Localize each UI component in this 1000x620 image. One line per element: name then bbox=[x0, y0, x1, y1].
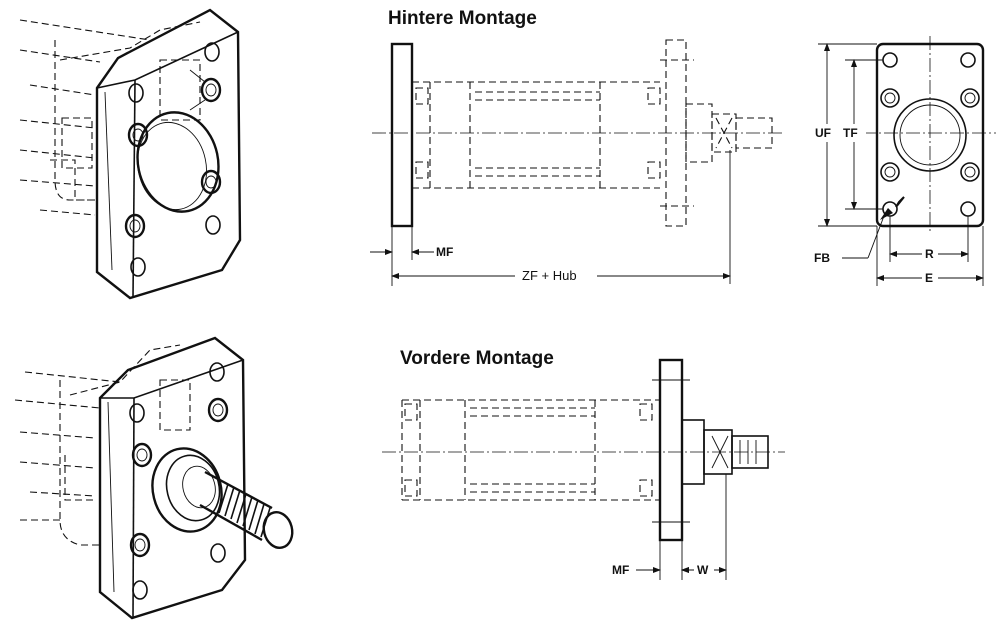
dim-label-zf-hub: ZF + Hub bbox=[522, 268, 577, 283]
dim-label-mf-rear: MF bbox=[436, 245, 454, 259]
dim-label-r: R bbox=[925, 247, 934, 261]
front-mount-side-view bbox=[382, 358, 785, 580]
dim-label-fb: FB bbox=[814, 251, 830, 265]
front-mount-title: Vordere Montage bbox=[400, 348, 554, 369]
dim-label-uf: UF bbox=[815, 126, 831, 140]
iso-front-flange-view bbox=[14, 336, 294, 620]
dim-label-e: E bbox=[925, 271, 934, 285]
dim-label-tf: TF bbox=[843, 126, 858, 140]
rear-mount-end-view bbox=[814, 36, 996, 287]
rear-mount-title: Hintere Montage bbox=[388, 8, 537, 29]
dim-label-mf-front: MF bbox=[612, 563, 630, 577]
iso-rear-flange-view bbox=[19, 8, 242, 300]
dim-label-w: W bbox=[697, 563, 709, 577]
rear-mount-side-view bbox=[370, 39, 785, 286]
